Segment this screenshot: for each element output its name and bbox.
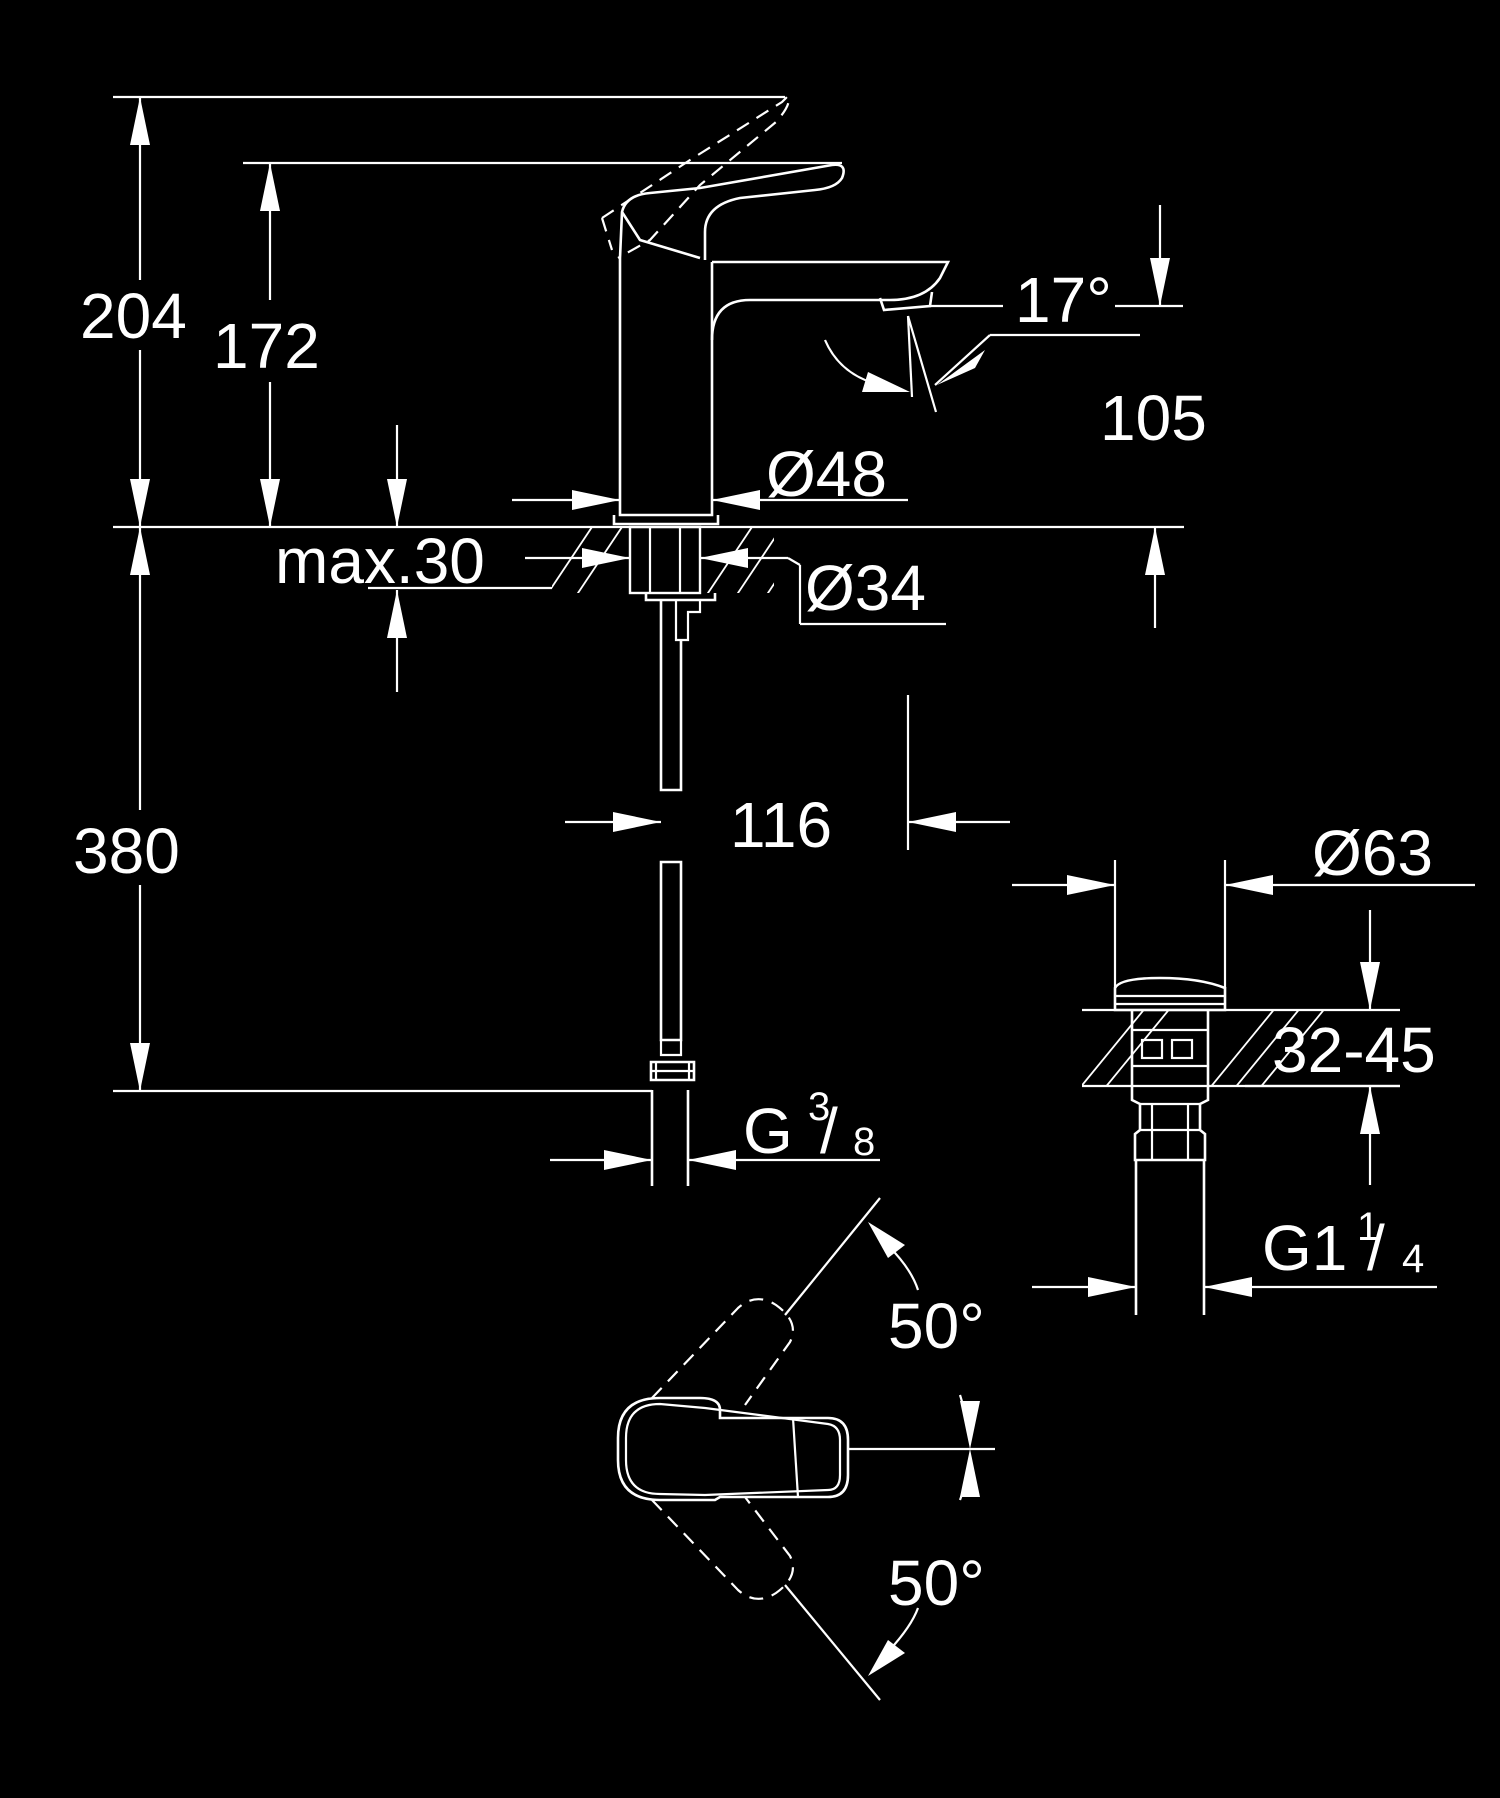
label-waste-thread-num: 1 [1357,1205,1379,1249]
label-hose-thread-num: 3 [808,1085,830,1129]
label-body-diameter: Ø48 [766,438,887,510]
label-reach: 105 [1100,382,1207,454]
dimension-labels: 204 172 17° 105 Ø48 max.30 Ø34 380 116 G… [73,264,1436,1619]
label-hose-offset: 116 [730,789,832,861]
label-spout-angle: 17° [1015,264,1112,336]
label-lever-angle-top: 50° [888,1290,985,1362]
label-waste-thread-slash: / [1367,1212,1385,1284]
label-hose-thread: G [743,1095,793,1167]
label-waste-thread: G1 [1262,1212,1347,1284]
label-total-height: 204 [80,280,187,352]
dimension-lines [113,95,1184,1162]
label-hose-thread-slash: / [820,1095,838,1167]
label-hose-length: 380 [73,815,180,887]
faucet-side-view [600,94,951,526]
label-waste-range: 32-45 [1272,1014,1436,1086]
label-waste-thread-den: 4 [1402,1237,1424,1281]
label-waste-diameter: Ø63 [1312,817,1433,889]
label-spout-height: 172 [213,310,320,382]
arrowheads [130,97,1380,1676]
label-counter-thickness: max.30 [275,525,485,597]
label-hole-diameter: Ø34 [805,552,926,624]
label-hose-thread-den: 8 [853,1120,875,1164]
label-lever-angle-bottom: 50° [888,1547,985,1619]
lever-top-view [616,1197,995,1701]
